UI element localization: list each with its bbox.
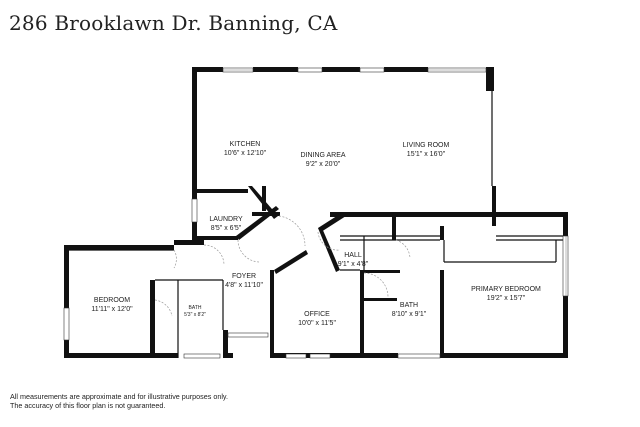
room-label-bedroom: BEDROOM bbox=[94, 297, 130, 304]
room-dims-hall: 9'1" x 4'8" bbox=[338, 261, 369, 268]
room-dims-office: 10'0" x 11'5" bbox=[298, 320, 336, 327]
room-label-kitchen: KITCHEN bbox=[230, 141, 261, 148]
room-label-laundry: LAUNDRY bbox=[209, 216, 243, 223]
room-dims-foyer: 4'8" x 11'10" bbox=[225, 282, 263, 289]
room-label-living: LIVING ROOM bbox=[403, 142, 450, 149]
room-dims-living: 15'1" x 16'0" bbox=[407, 151, 446, 158]
room-dims-bath-small: 5'3" x 8'2" bbox=[184, 312, 206, 318]
room-dims-dining: 9'2" x 20'0" bbox=[306, 161, 341, 168]
room-label-office: OFFICE bbox=[304, 311, 330, 318]
windows bbox=[63, 67, 569, 359]
disclaimer-line-2: The accuracy of this floor plan is not g… bbox=[10, 401, 166, 410]
disclaimer: All measurements are approximate and for… bbox=[10, 392, 228, 410]
room-label-bath: BATH bbox=[400, 302, 418, 309]
room-dims-primary-bedroom: 19'2" x 15'7" bbox=[487, 295, 526, 302]
disclaimer-line-1: All measurements are approximate and for… bbox=[10, 392, 228, 401]
page-title: 286 Brooklawn Dr. Banning, CA bbox=[9, 11, 338, 35]
room-dims-kitchen: 10'6" x 12'10" bbox=[224, 150, 267, 157]
room-label-bath-small: BATH bbox=[189, 305, 202, 311]
room-dims-bedroom: 11'11" x 12'0" bbox=[91, 306, 133, 313]
room-label-dining: DINING AREA bbox=[300, 152, 345, 159]
room-label-foyer: FOYER bbox=[232, 273, 256, 280]
interior-lines bbox=[69, 90, 563, 358]
room-label-primary-bedroom: PRIMARY BEDROOM bbox=[471, 286, 541, 293]
door-swings bbox=[154, 215, 411, 317]
room-dims-laundry: 8'5" x 6'5" bbox=[211, 225, 242, 232]
room-dims-bath: 8'10" x 9'1" bbox=[392, 311, 427, 318]
room-label-hall: HALL bbox=[344, 252, 362, 259]
exterior-walls bbox=[64, 67, 568, 358]
